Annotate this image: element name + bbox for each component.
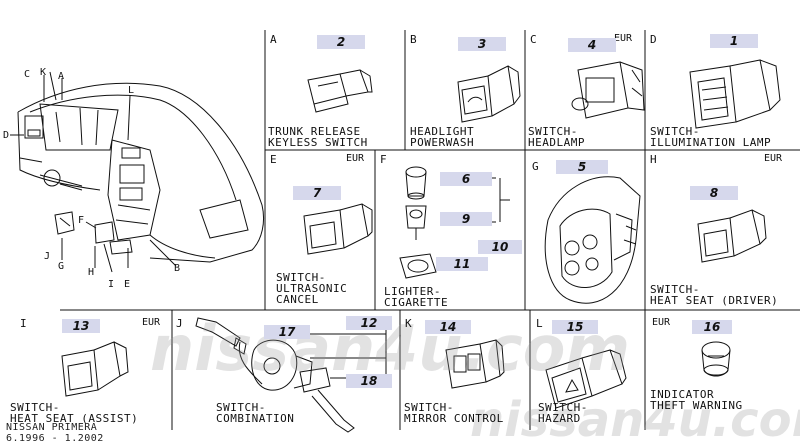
cell-l-letter: L — [536, 317, 543, 330]
part-number-badge: 13 — [62, 319, 100, 333]
cell-d-label: SWITCH- ILLUMINATION LAMP — [650, 125, 772, 149]
part-combination-switch — [195, 317, 387, 433]
part-headlamp-switch — [571, 61, 645, 119]
cell-l-label: SWITCH- HAZARD — [538, 401, 588, 425]
dashboard-overview-drawing — [10, 71, 265, 273]
part-number-badge: 10 — [478, 240, 522, 254]
cell-d-letter: D — [650, 33, 657, 46]
cell-b-letter: B — [410, 33, 417, 46]
cell-j-label: SWITCH- COMBINATION — [216, 401, 295, 425]
part-number-badge: 6 — [440, 172, 492, 186]
dash-letter-l: L — [128, 85, 135, 96]
part-trunk-release-switch — [307, 69, 373, 113]
dash-letter-d: D — [3, 130, 10, 141]
cell-f-label: LIGHTER- CIGARETTE — [384, 285, 449, 309]
dash-letter-h: H — [88, 267, 95, 278]
part-number-badge: 12 — [346, 316, 392, 330]
part-heat-seat-assist-switch — [61, 341, 129, 397]
part-number-badge: 5 — [556, 160, 608, 174]
part-number-badge: 17 — [264, 325, 310, 339]
part-number-badge: 4 — [568, 38, 616, 52]
part-number-badge: 15 — [552, 320, 598, 334]
watermark-lower: nissan4u.com — [470, 392, 800, 446]
cell-c-region-tag: EUR — [614, 33, 633, 44]
part-number-badge: 2 — [317, 35, 365, 49]
part-switch-assembly-g — [544, 176, 641, 304]
cell-e-label: SWITCH- ULTRASONIC CANCEL — [276, 271, 348, 306]
part-number-badge: 1 — [710, 34, 758, 48]
cell-m-region-tag: EUR — [652, 317, 671, 328]
cell-h-label: SWITCH- HEAT SEAT (DRIVER) — [650, 283, 779, 307]
cell-i-region-tag: EUR — [142, 317, 161, 328]
cell-h-region-tag: EUR — [764, 153, 783, 164]
cell-k-letter: K — [405, 317, 412, 330]
cell-g-letter: G — [532, 160, 539, 173]
part-ultrasonic-cancel-switch — [303, 203, 373, 255]
cell-c-letter: C — [530, 33, 537, 46]
dash-letter-k: K — [40, 67, 47, 78]
part-number-badge: 14 — [425, 320, 471, 334]
part-number-badge: 9 — [440, 212, 492, 226]
cell-h-letter: H — [650, 153, 657, 166]
cell-a-letter: A — [270, 33, 277, 46]
part-number-badge: 7 — [293, 186, 341, 200]
part-illumination-switch — [689, 59, 781, 129]
part-number-badge: 3 — [458, 37, 506, 51]
footer-model: NISSAN PRIMERA — [6, 422, 98, 433]
dash-letter-e: E — [124, 279, 131, 290]
cell-j-letter: J — [176, 317, 183, 330]
cell-a-label: TRUNK RELEASE KEYLESS SWITCH — [268, 125, 368, 149]
part-number-badge: 16 — [692, 320, 732, 334]
dash-letter-a: A — [58, 71, 65, 82]
part-theft-warning-indicator — [701, 341, 731, 377]
part-hazard-switch — [545, 349, 627, 409]
part-number-badge: 18 — [346, 374, 392, 388]
part-number-badge: 8 — [690, 186, 738, 200]
cell-m-label: INDICATOR THEFT WARNING — [650, 388, 743, 412]
part-heat-seat-driver-switch — [697, 209, 767, 263]
footer-dates: 6.1996 - 1.2002 — [6, 433, 104, 444]
cell-b-label: HEADLIGHT POWERWASH — [410, 125, 475, 149]
cell-k-label: SWITCH- MIRROR CONTROL — [404, 401, 504, 425]
part-mirror-control-switch — [445, 339, 505, 389]
cell-c-label: SWITCH- HEADLAMP — [528, 125, 585, 149]
part-number-badge: 11 — [436, 257, 488, 271]
dash-letter-j: J — [44, 251, 51, 262]
cell-e-region-tag: EUR — [346, 153, 365, 164]
cell-i-label: SWITCH- HEAT SEAT (ASSIST) — [10, 401, 139, 425]
dash-letter-g: G — [58, 261, 65, 272]
cell-e-letter: E — [270, 153, 277, 166]
dash-letter-i: I — [108, 279, 115, 290]
part-powerwash-switch — [457, 65, 521, 123]
dash-letter-f: F — [78, 215, 85, 226]
cell-f-letter: F — [380, 153, 387, 166]
cell-i-letter: I — [20, 317, 27, 330]
dash-letter-c: C — [24, 69, 31, 80]
dash-letter-b: B — [174, 263, 181, 274]
